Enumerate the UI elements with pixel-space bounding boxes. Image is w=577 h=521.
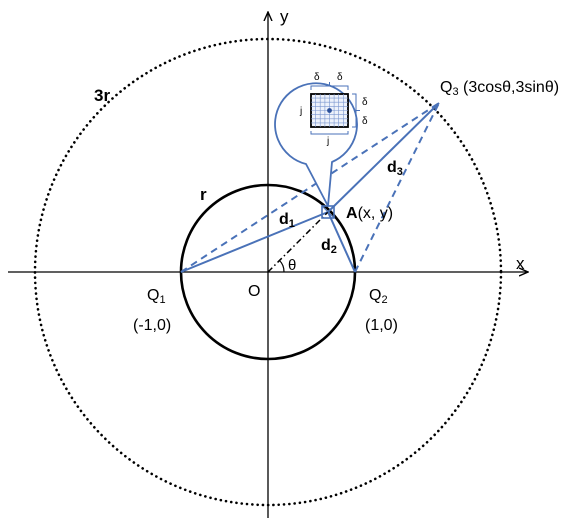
d1-line: [180, 211, 329, 273]
y-axis-label: y: [280, 7, 289, 26]
theta-label: θ: [288, 257, 296, 274]
origin-label: O: [248, 283, 260, 300]
d1-label: d1: [279, 211, 295, 230]
delta-left-label: δ: [314, 72, 320, 83]
radius-dashdot-line: [267, 211, 329, 273]
magnified-grid: [310, 93, 349, 128]
j-left-label: j: [299, 106, 302, 117]
delta-top-label: δ: [362, 97, 368, 108]
delta-brackets: [310, 82, 360, 135]
point-a-diagonal: [321, 205, 335, 219]
q3-coords: (3cosθ,3sinθ): [463, 79, 559, 96]
q1-label: Q1: [147, 287, 166, 306]
delta-bottom-label: δ: [362, 116, 368, 127]
delta-right-label: δ: [337, 72, 343, 83]
d3-label: d3: [387, 159, 403, 178]
q2-label: Q2: [369, 287, 388, 306]
d3-line: [327, 102, 440, 213]
q3-q1-dashed-line: [180, 102, 440, 273]
q1-coords: (-1,0): [133, 317, 171, 334]
q3-q2-dashed-line: [354, 102, 440, 273]
outer-radius-label: 3r: [94, 86, 110, 105]
d2-label: d2: [321, 237, 337, 256]
x-axis-label: x: [516, 254, 525, 273]
j-bottom-label: j: [326, 136, 329, 147]
q2-coords: (1,0): [365, 317, 398, 334]
point-a-label: A(x, y): [346, 205, 393, 222]
point-a-marker: [321, 205, 335, 219]
inner-radius-label: r: [200, 185, 207, 204]
q3-label: Q3: [440, 79, 459, 98]
d2-line: [327, 211, 356, 273]
theta-arc: [278, 259, 285, 273]
